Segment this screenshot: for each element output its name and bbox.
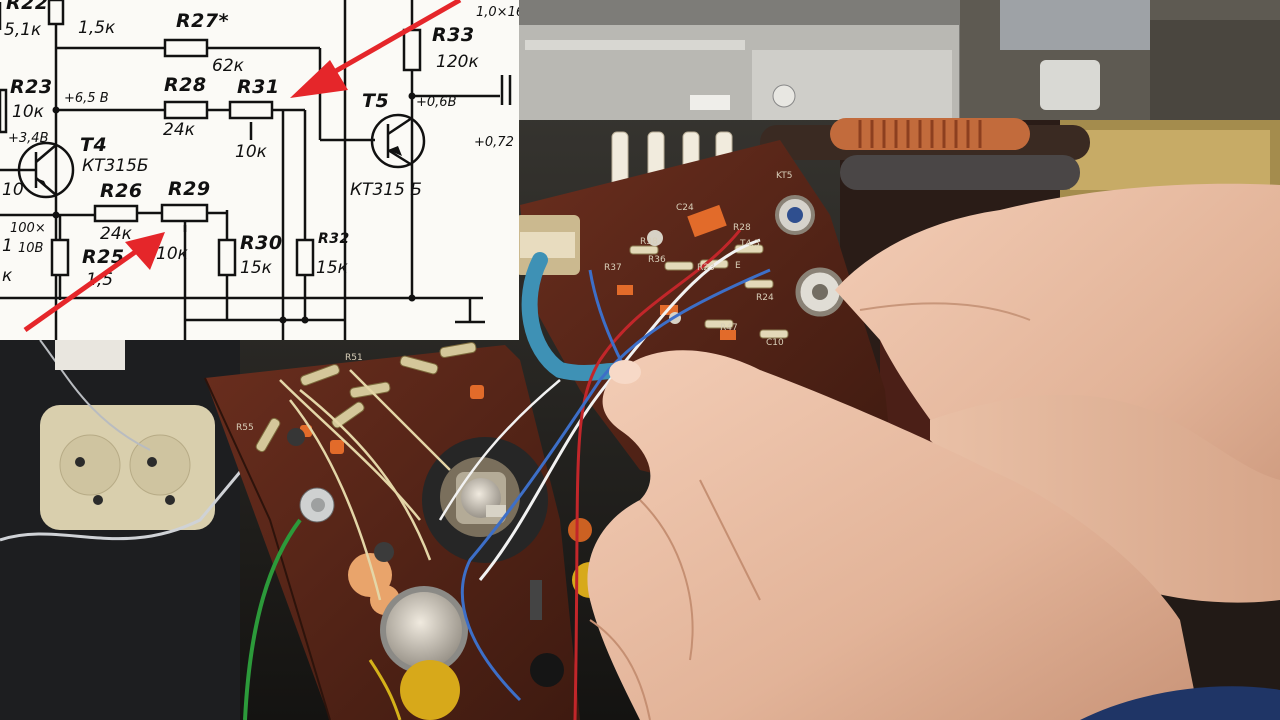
label-t5-type: КТ315 Б (350, 180, 422, 200)
label-r33-value: 120к (436, 52, 479, 72)
label-r30: R30 (240, 232, 283, 254)
annotation-arrows (23, 0, 462, 333)
board-label-c24: C24 (676, 203, 694, 213)
board-label-r51: R51 (345, 353, 363, 363)
label-fragment-k: к (2, 266, 13, 286)
label-r26-value: 24к (100, 224, 132, 244)
label-voltage-t5: +0,6В (416, 95, 457, 110)
label-r23-value: 10к (12, 102, 44, 122)
red-arrow-bottom (23, 232, 165, 333)
label-r27: R27* (176, 10, 230, 32)
label-r30-value: 15к (240, 258, 272, 278)
label-voltage-right: +0,72 (474, 135, 514, 150)
board-label-r23: R23 (697, 263, 715, 273)
label-t4: T4 (80, 134, 108, 156)
label-fragment-10: 10 (2, 180, 24, 200)
schematic-inset: R22 5,1к 1,5к R27* 62к R33 120к 1,0×16 R… (0, 0, 519, 340)
board-label-r36: R36 (648, 255, 666, 265)
board-label-r55: R55 (236, 423, 254, 433)
board-label-kt5: KT5 (776, 171, 792, 181)
label-r28-value: 24к (163, 120, 195, 140)
label-fragment-1: 1 (2, 236, 13, 256)
label-r27-value: 62к (212, 56, 244, 76)
label-r29: R29 (168, 178, 211, 200)
board-label-r47: R47 (720, 323, 738, 333)
label-voltage-t4: +6,5 В (64, 91, 109, 106)
label-r22: R22 (6, 0, 49, 14)
board-label-c10: C10 (766, 338, 784, 348)
label-r32: R32 (318, 231, 350, 247)
label-r25: R25 (82, 246, 125, 268)
label-cap-top: 1,0×16 (476, 5, 519, 20)
label-t5: T5 (362, 90, 390, 112)
label-voltage-r23: +3,4В (8, 131, 49, 146)
board-label-r37: R37 (604, 263, 622, 273)
label-cap-left: 100× (10, 221, 46, 236)
label-r22-value: 5,1к (4, 20, 42, 40)
board-label-r28: R28 (733, 223, 751, 233)
board-label-r38: R38 (640, 237, 658, 247)
red-arrow-top (290, 0, 462, 98)
label-r24-value: 1,5к (78, 18, 116, 38)
label-t4-type: КТ315Б (82, 156, 149, 176)
label-r28: R28 (164, 74, 207, 96)
label-r31: R31 (237, 76, 280, 98)
board-label-t43: T4.3 (739, 239, 760, 249)
board-label-r24: R24 (756, 293, 774, 303)
label-r33: R33 (432, 24, 475, 46)
label-r32-value: 15к (316, 258, 348, 278)
board-label-e: Е (735, 261, 741, 271)
label-r23: R23 (10, 76, 53, 98)
label-r29-value: 10к (156, 244, 188, 264)
label-cap-left-voltage: 10В (18, 241, 44, 256)
schematic-wiring (0, 0, 512, 340)
label-r26: R26 (100, 180, 143, 202)
label-r31-value: 10к (235, 142, 267, 162)
